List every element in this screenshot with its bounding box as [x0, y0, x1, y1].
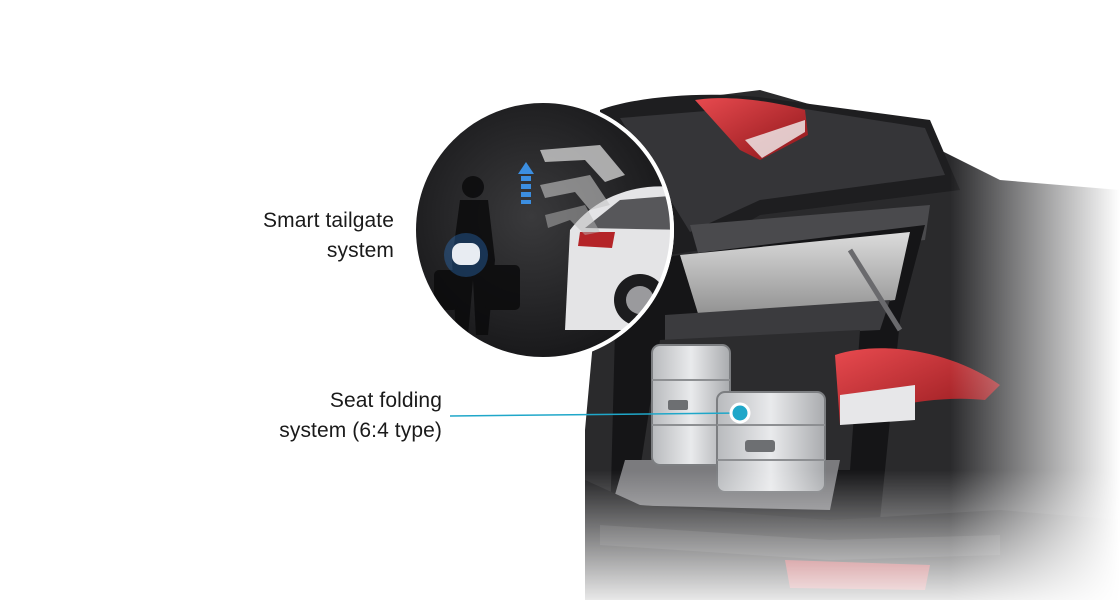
smart-tailgate-inset	[412, 99, 674, 361]
seat-folding-label-line1: Seat folding	[329, 389, 442, 412]
seat-folding-label-line2: system (6:4 type)	[279, 419, 442, 442]
arrow-up-icon	[518, 162, 534, 204]
smart-tailgate-label-line1: Smart tailgate	[263, 209, 394, 232]
seat-folding-callout-line	[449, 412, 741, 417]
smart-tailgate-label-line2: system	[326, 239, 394, 262]
seat-folding-label: Seat folding system (6:4 type)	[200, 386, 442, 446]
smart-tailgate-label: Smart tailgate system	[200, 206, 394, 266]
fade-overlay-bottom	[560, 470, 1120, 600]
callout-dot-icon[interactable]	[729, 402, 751, 424]
smart-key-icon	[452, 243, 480, 265]
person-silhouette	[434, 176, 520, 335]
tailgate-strut	[847, 248, 903, 332]
